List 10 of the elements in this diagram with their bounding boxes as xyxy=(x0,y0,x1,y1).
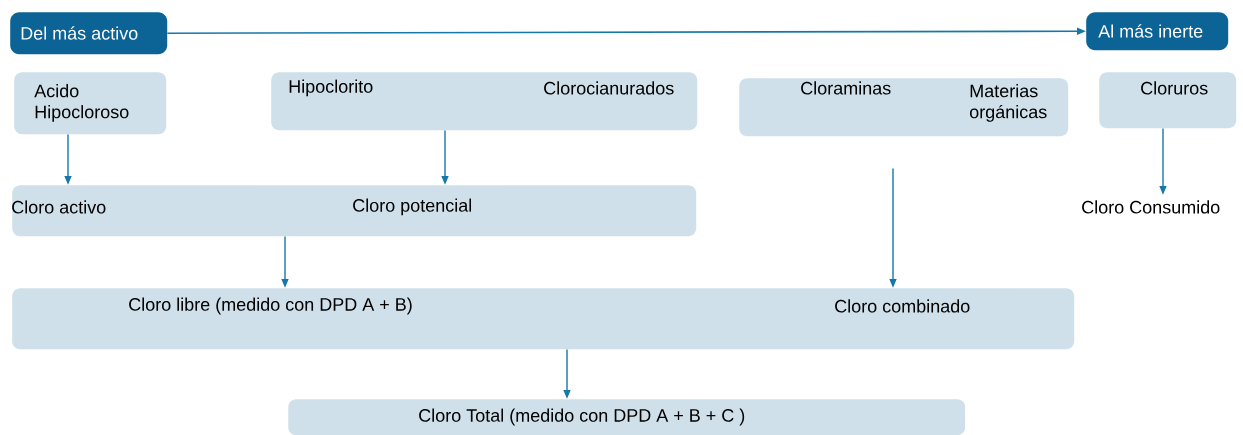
result-label: Cloro Consumido xyxy=(1082,200,1220,214)
process-box: Cloraminas Materias orgánicas xyxy=(739,78,1069,137)
process-box: Cloro libre (medido con DPD A + B) Cloro combinado xyxy=(12,288,1075,350)
process-box: Cloro activo Cloro potencial xyxy=(12,185,697,237)
range-label: Al más inerte xyxy=(1086,12,1229,51)
process-box: Acido Hipocloroso xyxy=(14,72,167,135)
process-box: Cloro Total (medido con DPD A + B + C ) xyxy=(288,399,966,435)
range-label: Del más activo xyxy=(10,12,168,55)
process-box: Hipoclorito Clorocianurados xyxy=(271,72,698,131)
process-box: Cloruros xyxy=(1099,72,1237,129)
